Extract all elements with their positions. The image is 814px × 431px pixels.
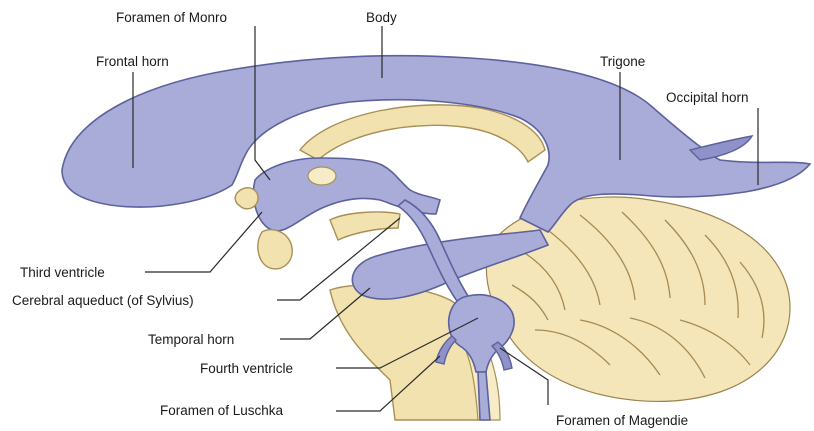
label-third-ventricle: Third ventricle [20,265,105,280]
label-cerebral-aqueduct: Cerebral aqueduct (of Sylvius) [12,293,194,308]
label-foramen-of-luschka: Foramen of Luschka [160,403,284,418]
label-body: Body [366,10,397,25]
label-foramen-of-magendie: Foramen of Magendie [556,413,688,428]
cerebellum [486,197,790,401]
label-fourth-ventricle: Fourth ventricle [200,361,293,376]
label-occipital-horn: Occipital horn [666,90,749,105]
label-temporal-horn: Temporal horn [148,332,234,347]
label-frontal-horn: Frontal horn [96,54,169,69]
label-foramen-of-monro: Foramen of Monro [116,10,227,25]
label-trigone: Trigone [600,54,645,69]
